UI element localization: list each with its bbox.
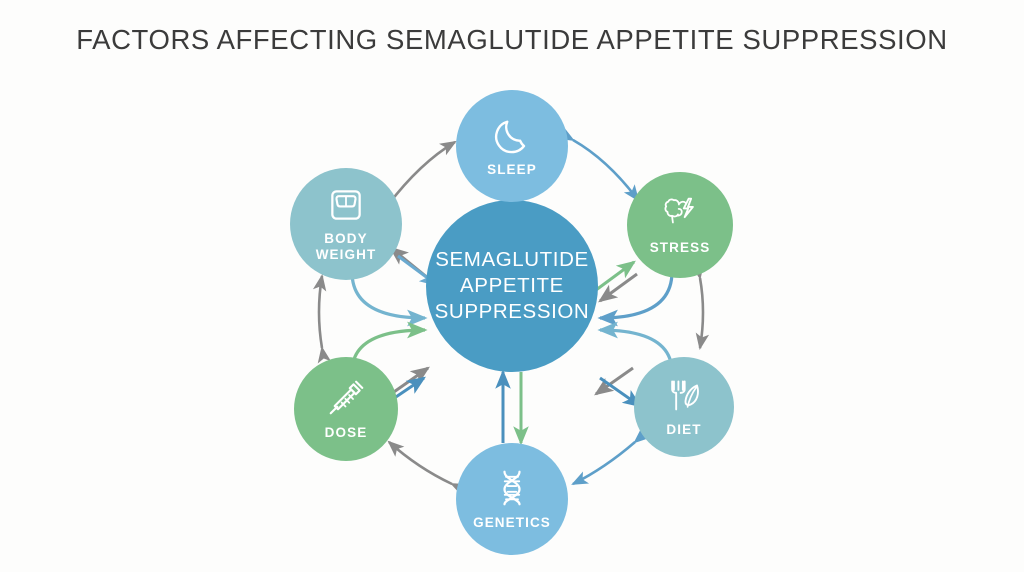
center-node-label-line2: APPETITE (460, 273, 564, 297)
fork-leaf-icon (665, 377, 703, 415)
link-stress-diet (690, 262, 710, 351)
spoke-stress (595, 260, 674, 327)
dna-icon (492, 468, 532, 508)
node-genetics-label: GENETICS (473, 514, 551, 530)
center-node-label: SEMAGLUTIDE APPETITE SUPPRESSION (435, 247, 590, 326)
node-stress[interactable]: STRESS (627, 172, 733, 278)
node-body-weight[interactable]: BODY WEIGHT (290, 168, 402, 280)
node-sleep[interactable]: SLEEP (456, 90, 568, 202)
node-stress-label: STRESS (649, 239, 711, 255)
link-dose-bodyweight (312, 273, 332, 364)
spoke-genetics (495, 369, 529, 446)
syringe-icon (326, 378, 366, 418)
node-dose-label: DOSE (324, 424, 368, 440)
node-sleep-label: SLEEP (487, 161, 537, 177)
link-bodyweight-sleep (373, 140, 457, 221)
node-body-weight-label-line2: WEIGHT (315, 246, 377, 262)
center-node-label-line1: SEMAGLUTIDE (435, 247, 589, 271)
brain-lightning-icon (660, 195, 700, 233)
moon-icon (492, 115, 532, 155)
node-body-weight-label: BODY WEIGHT (316, 231, 377, 261)
node-diet-label: DIET (666, 421, 702, 437)
link-sleep-stress (557, 126, 640, 202)
node-body-weight-label-line1: BODY (324, 231, 368, 247)
node-dose[interactable]: DOSE (294, 357, 398, 461)
node-genetics[interactable]: GENETICS (456, 443, 568, 555)
node-diet[interactable]: DIET (634, 357, 734, 457)
center-node-semaglutide-appetite-suppression[interactable]: SEMAGLUTIDE APPETITE SUPPRESSION (426, 200, 598, 372)
scale-icon (327, 186, 365, 224)
link-diet-genetics (571, 427, 651, 486)
page-title: FACTORS AFFECTING SEMAGLUTIDE APPETITE S… (76, 24, 948, 55)
link-genetics-dose (387, 440, 469, 497)
center-node-label-line3: SUPPRESSION (434, 300, 590, 324)
